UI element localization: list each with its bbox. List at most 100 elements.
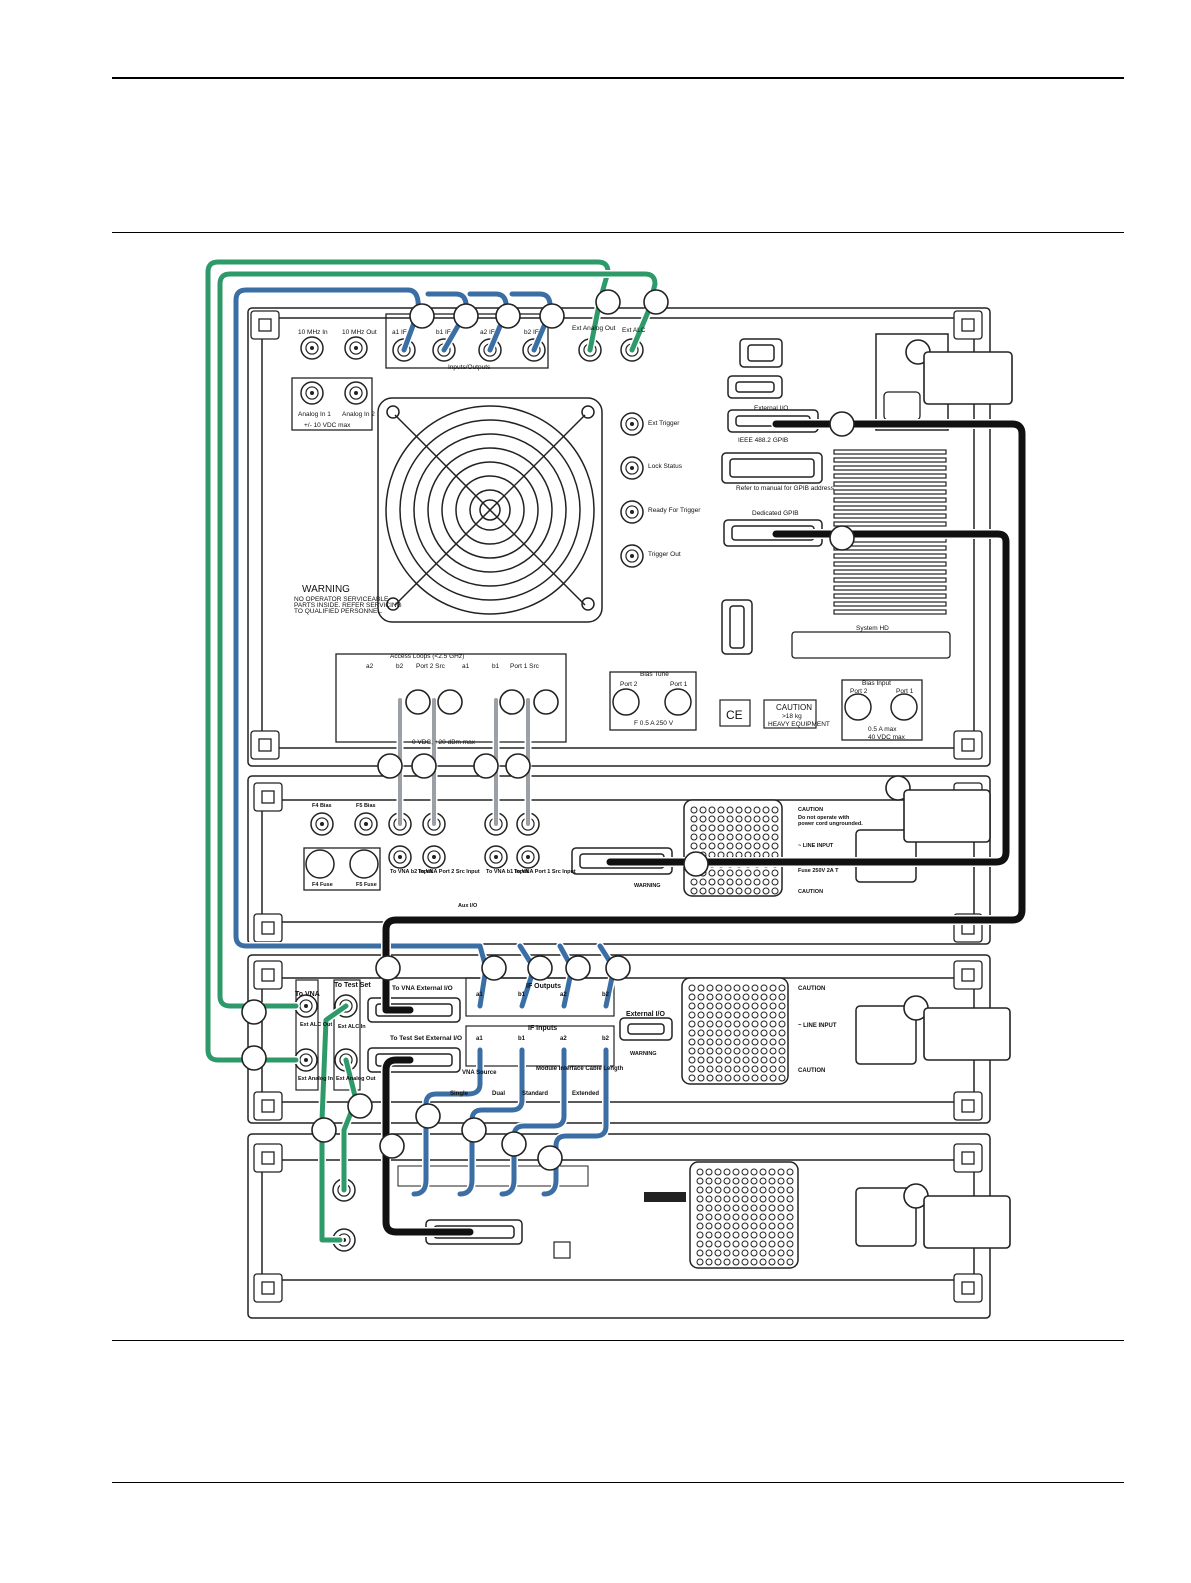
vent-hole [744,815,752,823]
to-vna-frame [295,979,319,1091]
vent-hole [750,1177,758,1185]
vent-hole [723,1258,731,1266]
vent-hole [769,993,777,1001]
vent-hole [786,1186,794,1194]
vent-hole [741,1213,749,1221]
vent-slot [833,449,947,455]
vent-hole [741,1249,749,1257]
vent-hole [724,1020,732,1028]
vent-hole [732,1168,740,1176]
vent-hole [762,833,770,841]
vent-hole [724,1074,732,1082]
vent-hole [744,842,752,850]
vent-hole [760,1056,768,1064]
label-warning-line-2: PARTS INSIDE. REFER SERVICING [294,602,402,609]
foot-screw [261,1099,275,1113]
vent-hole [705,1195,713,1203]
vent-hole [751,1020,759,1028]
vent-hole [769,1029,777,1037]
vent-hole [715,993,723,1001]
vent-hole [735,842,743,850]
callout-marker [565,955,591,981]
vent-hole [723,1195,731,1203]
vent-hole [750,1249,758,1257]
vent-hole [697,1029,705,1037]
label-system-hd: System HD [856,625,889,632]
vent-hole [786,1168,794,1176]
vent-hole [751,1038,759,1046]
vent-hole [688,1038,696,1046]
callout-marker [375,955,401,981]
vent-hole [733,1020,741,1028]
vent-hole [723,1177,731,1185]
vent-hole [741,1258,749,1266]
vent-hole [750,1231,758,1239]
foot-screw [961,1151,975,1165]
vent-hole [750,1204,758,1212]
vent-hole [715,1038,723,1046]
label-to-vna-port2: To VNA Port 2 Src Input [418,869,480,875]
label-to-vna-b2: To VNA b2 Input [390,869,432,875]
sma-connector-pin [398,855,402,859]
callout-marker [437,689,463,715]
foot-screw [261,1151,275,1165]
label-if-b1-out: b1 [518,992,526,998]
vent-hole [735,869,743,877]
vent-hole [733,1056,741,1064]
label-gpib: IEEE 488.2 GPIB [738,437,788,444]
vent-hole [699,842,707,850]
vent-hole [741,1168,749,1176]
callout-marker [481,955,507,981]
vent-hole [777,1177,785,1185]
vent-hole [762,806,770,814]
vent-hole [733,1074,741,1082]
vent-hole [751,1065,759,1073]
vent-hole [697,1047,705,1055]
vent-hole [724,1002,732,1010]
callout-marker [533,689,559,715]
vent-hole [777,1195,785,1203]
vent-hole [733,1047,741,1055]
vent-hole [717,833,725,841]
vent-hole [786,1240,794,1248]
foot-screw [961,1281,975,1295]
vent-hole [741,1186,749,1194]
callout-box [923,351,1013,405]
vent-hole [762,824,770,832]
vent-hole [759,1177,767,1185]
bias-input-port-2 [844,693,872,721]
label-f4-fuse: F4 Fuse [312,882,333,888]
label-if-alc-out: Ext ALC Out [300,1022,332,1028]
vent-hole [715,1011,723,1019]
d-sub-shell [735,381,775,393]
vent-hole [777,1222,785,1230]
vent-hole [705,1222,713,1230]
vent-hole [762,878,770,886]
foot-screw [961,1099,975,1113]
vent-hole [708,806,716,814]
vent-hole [714,1258,722,1266]
callout-box [923,1195,1011,1249]
label-if-vna-source: VNA Source [462,1070,497,1076]
vent-hole [697,984,705,992]
vent-hole [726,869,734,877]
label-bias-input-note-2: 40 VDC max [868,734,906,741]
vent-hole [768,1195,776,1203]
vent-hole [726,806,734,814]
vent-hole [724,1056,732,1064]
module-port-frame [397,1165,589,1187]
vent-hole [751,1074,759,1082]
label-10mhz-in: 10 MHz In [298,329,328,336]
analog-in-frame [291,377,373,431]
vent-hole [688,993,696,1001]
vent-hole [750,1258,758,1266]
vent-hole [726,842,734,850]
vna-power-socket [883,391,921,421]
callout-marker [499,689,525,715]
label-caution-lines-1: >18 kg [782,713,802,720]
label-ext-alc: Ext ALC [622,327,646,334]
vent-hole [742,1056,750,1064]
vent-hole [778,1002,786,1010]
callout-marker [241,1045,267,1071]
callout-marker [683,851,709,877]
